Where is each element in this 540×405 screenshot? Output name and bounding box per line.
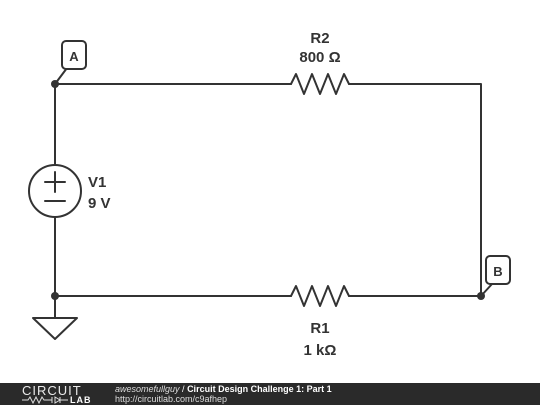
circuit-title[interactable]: Circuit Design Challenge 1: Part 1: [187, 384, 332, 394]
junction-dot-a: [51, 80, 59, 88]
r1-name: R1: [310, 320, 329, 337]
r1-value: 1 kΩ: [304, 342, 337, 359]
footer-bar: CIRCUIT LAB awesomefullguy / Circuit Des…: [0, 383, 540, 405]
r2-name: R2: [310, 30, 329, 47]
wire-top-right: [348, 83, 482, 297]
plus-sign: [44, 171, 66, 193]
logo-resistor-icon: [22, 396, 68, 404]
node-a-label: A: [69, 49, 79, 64]
circuitlab-logo[interactable]: CIRCUIT LAB: [22, 383, 102, 405]
junction-dot-bottom-left: [51, 292, 59, 300]
ground-symbol: [32, 317, 78, 340]
footer-credits: awesomefullguy / Circuit Design Challeng…: [115, 384, 332, 394]
resistor-r1-symbol: [290, 285, 350, 307]
junction-dot-b: [477, 292, 485, 300]
v1-value: 9 V: [88, 195, 111, 212]
circuit-schematic: A B R2 800 Ω R1 1 kΩ V1 9 V: [28, 30, 511, 359]
r2-value: 800 Ω: [299, 49, 340, 66]
circuit-url[interactable]: http://circuitlab.com/c9afhep: [115, 394, 228, 404]
logo-text-circuit: CIRCUIT: [22, 383, 82, 398]
node-b-box: [485, 255, 511, 285]
node-a-box: [61, 40, 87, 70]
resistor-r2-symbol: [290, 73, 350, 95]
v1-name: V1: [88, 174, 106, 191]
author-link[interactable]: awesomefullguy: [115, 384, 180, 394]
logo-text-lab: LAB: [70, 395, 92, 405]
node-b-label: B: [493, 264, 502, 279]
separator: /: [179, 384, 188, 394]
